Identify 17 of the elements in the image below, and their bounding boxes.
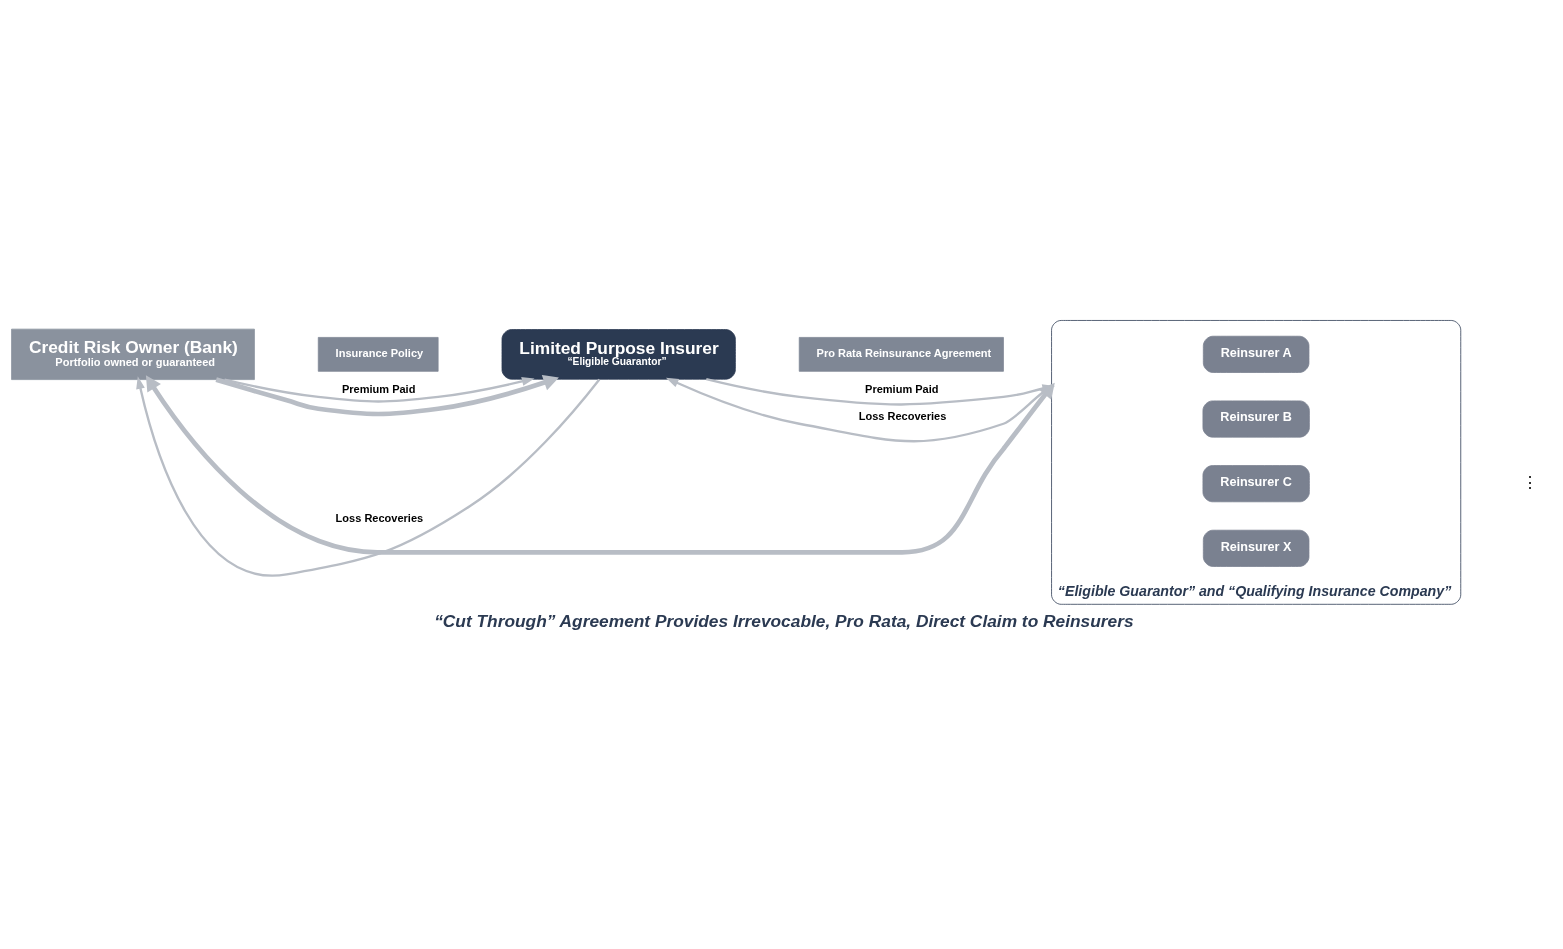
node-box: Credit Risk Owner (Bank) Portfolio owned or guaranteed (11, 328, 255, 380)
edge-label: Loss Recoveries (858, 409, 947, 422)
arrow (224, 376, 535, 403)
node-box: Reinsurer X (1202, 529, 1310, 567)
label: ⋮ (1522, 473, 1539, 491)
node-box: Limited Purpose Insurer “Eligible Guarantor” (501, 328, 736, 380)
node-box: Insurance Policy (317, 336, 439, 372)
arrow (215, 374, 559, 416)
edge-label: Premium Paid (341, 382, 416, 395)
edge-label: Premium Paid (865, 382, 939, 395)
caption: “Cut Through” Agreement Provides Irrevocable, Pro Rata, Direct Claim to Reinsurers (434, 610, 1134, 631)
node-box: Reinsurer B (1202, 400, 1310, 438)
node-box: Reinsurer C (1202, 464, 1310, 502)
node-box: Reinsurer A (1202, 335, 1310, 373)
arrow (136, 375, 601, 576)
edge-label: Loss Recoveries (335, 511, 424, 524)
node-box: Pro Rata Reinsurance Agreement (798, 336, 1004, 372)
